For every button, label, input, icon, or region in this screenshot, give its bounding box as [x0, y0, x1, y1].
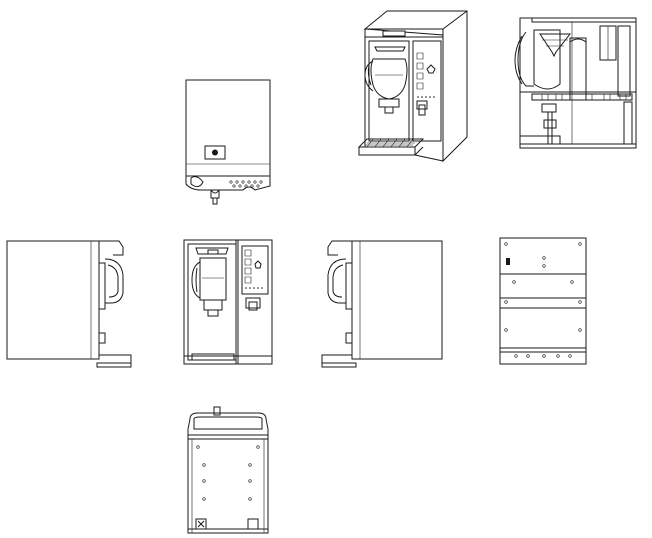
machine-rear-view-drawing	[498, 236, 588, 368]
machine-front-view-drawing	[182, 238, 274, 370]
front-view	[182, 238, 274, 370]
machine-perspective-view-drawing	[355, 5, 475, 165]
section-internal-components	[542, 94, 626, 100]
right-side-view	[320, 237, 446, 372]
section-view	[512, 12, 642, 154]
machine-right-side-view-drawing	[320, 237, 446, 372]
bottom-view	[182, 405, 274, 536]
top-view-vent-holes	[230, 181, 262, 187]
control-panel-buttons	[245, 250, 263, 289]
machine-bottom-view-drawing	[182, 405, 274, 536]
bottom-view-screw-holes	[197, 446, 260, 501]
control-panel-buttons	[417, 53, 435, 98]
top-view	[183, 78, 273, 210]
left-side-view	[5, 237, 137, 372]
drip-tray-grid	[365, 139, 417, 147]
rear-view-screw-holes	[505, 243, 582, 358]
rear-view	[498, 236, 588, 368]
perspective-view	[355, 5, 475, 165]
machine-left-side-view-drawing	[5, 237, 137, 372]
machine-top-view-drawing	[183, 78, 273, 210]
machine-cutaway-section-view-drawing	[512, 12, 642, 154]
